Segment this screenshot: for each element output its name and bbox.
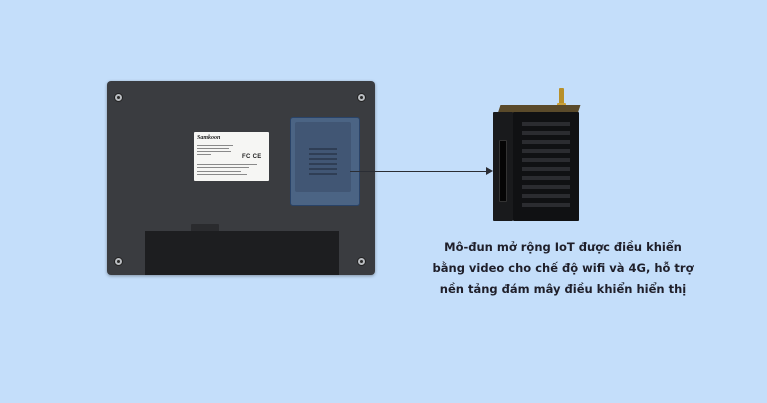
module-side — [513, 112, 579, 221]
screw-icon — [357, 93, 366, 102]
caption-line: nền tảng đám mây điều khiển hiển thị — [439, 282, 687, 296]
caption-line: bằng video cho chế độ wifi và 4G, hỗ trợ — [432, 261, 694, 275]
module-front — [493, 112, 513, 221]
screw-icon — [114, 257, 123, 266]
certification-marks: FC CE — [242, 154, 262, 160]
iot-module-image — [493, 88, 583, 221]
product-label: Samkoon FC CE — [194, 132, 269, 181]
caption-text: Mô-đun mở rộng IoT được điều khiển bằng … — [418, 237, 708, 300]
caption-line: Mô-đun mở rộng IoT được điều khiển — [444, 240, 682, 254]
serial-port — [191, 224, 219, 232]
label-brand: Samkoon — [197, 135, 221, 141]
port-cutout — [145, 231, 339, 275]
arrow-icon — [486, 167, 493, 175]
hmi-panel-back: Samkoon FC CE — [107, 81, 375, 275]
screw-icon — [357, 257, 366, 266]
sim-slot — [499, 140, 507, 202]
screw-icon — [114, 93, 123, 102]
connector-line — [350, 171, 488, 172]
module-slot-highlight — [290, 117, 360, 206]
